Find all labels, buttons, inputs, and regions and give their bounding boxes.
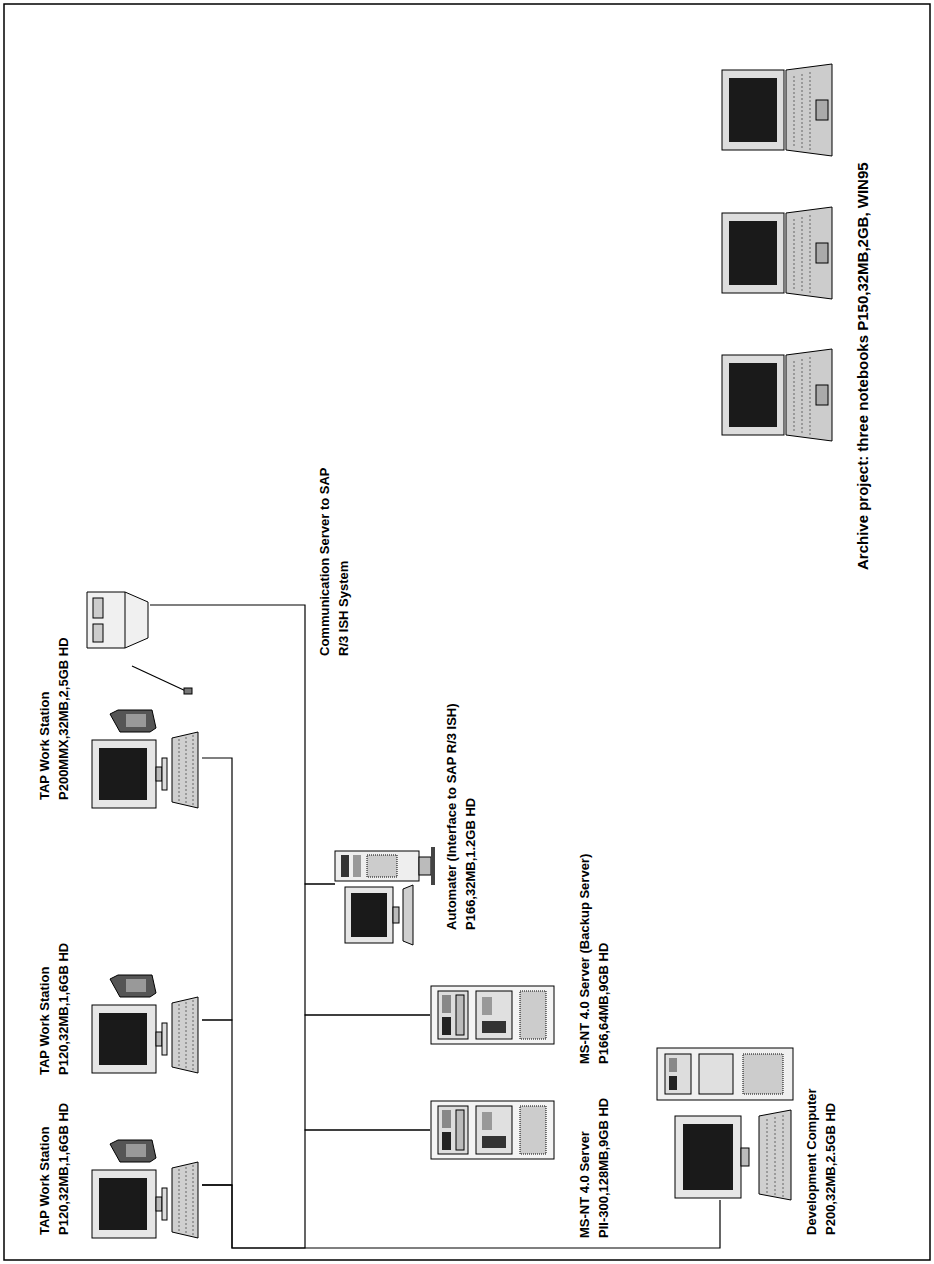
device-label: Archive project: three notebooks P150,32… xyxy=(852,162,873,570)
device-node: Communication Server to SAP R/3 ISH Syst… xyxy=(85,588,150,652)
frame-border xyxy=(4,4,930,1260)
device-name: Automater (Interface to SAP R/3 ISH) xyxy=(442,703,461,930)
device-spec: P166,64MB,9GB HD xyxy=(594,854,613,1064)
device-spec: P200MMX,32MB,2,5GB HD xyxy=(54,637,73,800)
device-spec: PII-300,128MB,9GB HD xyxy=(594,1098,613,1238)
device-label: Communication Server to SAP R/3 ISH Syst… xyxy=(315,466,353,656)
device-name: MS-NT 4.0 Server xyxy=(575,1098,594,1238)
device-node: TAP Work StationP120,32MB,1,6GB HD xyxy=(90,973,202,1075)
device-node: MS-NT 4.0 Server (Backup Server)P166,64M… xyxy=(430,985,555,1045)
device-name: MS-NT 4.0 Server (Backup Server) xyxy=(575,854,594,1064)
device-name: TAP Work Station xyxy=(35,637,54,800)
device-label: Automater (Interface to SAP R/3 ISH)P166… xyxy=(442,703,480,930)
device-label: TAP Work StationP120,32MB,1,6GB HD xyxy=(35,943,73,1075)
device-label: MS-NT 4.0 Server (Backup Server)P166,64M… xyxy=(575,854,613,1064)
device-spec: P200,32MB,2.5GB HD xyxy=(821,1088,840,1235)
device-node: Automater (Interface to SAP R/3 ISH)P166… xyxy=(335,845,435,945)
device-node: TAP Work StationP120,32MB,1,6GB HD xyxy=(90,1138,202,1240)
device-name: TAP Work Station xyxy=(35,943,54,1075)
server-icon xyxy=(431,1101,554,1159)
device-name: Communication Server to SAP R/3 ISH Syst… xyxy=(315,466,353,656)
computer-icon xyxy=(657,1048,793,1200)
device-name: Archive project: three notebooks P150,32… xyxy=(852,162,873,570)
server-icon xyxy=(431,986,554,1044)
server-icon xyxy=(87,592,148,648)
device-spec: P166,32MB,1.2GB HD xyxy=(461,703,480,930)
device-label: MS-NT 4.0 ServerPII-300,128MB,9GB HD xyxy=(575,1098,613,1238)
notebook-icon xyxy=(722,349,832,441)
workstation-icon xyxy=(92,975,198,1073)
computer-icon xyxy=(335,847,435,945)
device-label: TAP Work StationP120,32MB,1,6GB HD xyxy=(35,1103,73,1235)
notebook-icon xyxy=(722,64,832,156)
network-cable xyxy=(202,1185,720,1248)
network-cable xyxy=(202,1020,232,1185)
device-name: TAP Work Station xyxy=(35,1103,54,1235)
device-label: TAP Work StationP200MMX,32MB,2,5GB HD xyxy=(35,637,73,800)
device-node: Development ComputerP200,32MB,2.5GB HD xyxy=(655,1045,795,1200)
network-cable xyxy=(202,1130,430,1248)
network-cable xyxy=(202,758,232,1020)
stylus-icon xyxy=(132,666,188,692)
network-cable xyxy=(305,1015,430,1130)
network-cable xyxy=(150,605,335,884)
workstation-icon xyxy=(92,1140,198,1238)
device-label: Development ComputerP200,32MB,2.5GB HD xyxy=(802,1088,840,1235)
device-node: MS-NT 4.0 ServerPII-300,128MB,9GB HD xyxy=(430,1100,555,1160)
device-name: Development Computer xyxy=(802,1088,821,1235)
stylus-icon xyxy=(184,688,192,694)
device-spec: P120,32MB,1,6GB HD xyxy=(54,943,73,1075)
notebook-icon xyxy=(722,207,832,299)
network-cable xyxy=(305,884,430,1015)
workstation-icon xyxy=(92,710,198,808)
device-node: TAP Work StationP200MMX,32MB,2,5GB HD xyxy=(90,708,202,810)
device-node: Archive project: three notebooks P150,32… xyxy=(720,60,835,445)
device-spec: P120,32MB,1,6GB HD xyxy=(54,1103,73,1235)
